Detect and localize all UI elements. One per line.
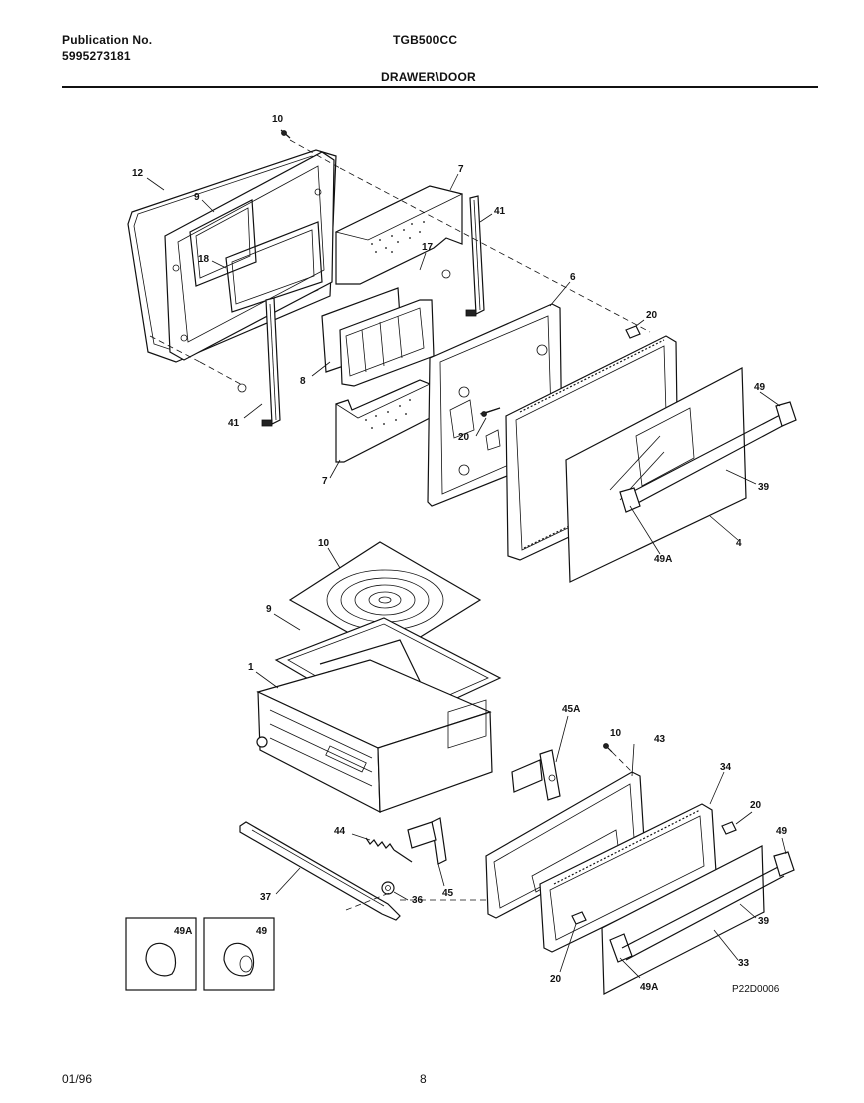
screw-10-lower [603, 743, 613, 753]
leader-lines [146, 173, 787, 979]
pins-20-lower [571, 821, 737, 925]
label-41-right: 41 [494, 206, 506, 217]
label-44: 44 [334, 826, 346, 837]
drawer-handle [621, 851, 795, 961]
drawing-code: P22D0006 [732, 984, 780, 995]
label-39-drawer: 39 [758, 916, 770, 927]
drawer-outer-panel [601, 845, 765, 995]
label-12: 12 [132, 168, 144, 179]
label-20-drawer: 20 [750, 800, 762, 811]
label-7-top: 7 [458, 164, 464, 175]
vent-baffle [321, 287, 435, 387]
label-9-pan: 9 [266, 604, 272, 615]
label-49-drawer: 49 [776, 826, 788, 837]
label-39-door: 39 [758, 482, 770, 493]
header-rule [62, 86, 818, 88]
label-49A-drawer: 49A [640, 982, 658, 993]
alignment-lines-lower [345, 751, 633, 911]
bracket-45A [511, 749, 561, 801]
label-8: 8 [300, 376, 306, 387]
screw-10-top [280, 129, 291, 139]
label-20-liner: 20 [458, 432, 470, 443]
label-9-top: 9 [194, 192, 200, 203]
label-45: 45 [442, 888, 454, 899]
label-43: 43 [654, 734, 666, 745]
label-20-hinge: 20 [646, 310, 658, 321]
label-49-door: 49 [754, 382, 766, 393]
nut [381, 881, 395, 895]
section-title: DRAWER\DOOR [381, 70, 476, 84]
footer-page-number: 8 [420, 1072, 427, 1086]
label-45A: 45A [562, 704, 580, 715]
label-49A-door: 49A [654, 554, 672, 565]
label-1: 1 [248, 662, 254, 673]
drawer-body [256, 659, 493, 814]
drawer-slide [239, 821, 401, 921]
door-inner-panel [164, 151, 335, 361]
label-10-pan: 10 [318, 538, 330, 549]
label-10-top: 10 [272, 114, 284, 125]
hinge-left [237, 297, 281, 427]
label-41-left: 41 [228, 418, 240, 429]
label-37: 37 [260, 892, 272, 903]
insulation-top [334, 185, 464, 285]
label-34: 34 [720, 762, 732, 773]
label-10-drawer: 10 [610, 728, 622, 739]
bracket-45 [407, 817, 447, 865]
label-7-bottom: 7 [322, 476, 328, 487]
label-18: 18 [198, 254, 210, 265]
label-17: 17 [422, 242, 434, 253]
insulation-bottom [335, 379, 432, 463]
label-4: 4 [736, 538, 742, 549]
label-36: 36 [412, 895, 424, 906]
inset-label-49A: 49A [174, 926, 192, 937]
door-handle [619, 401, 797, 513]
label-6: 6 [570, 272, 576, 283]
inset-label-49: 49 [256, 926, 268, 937]
model-number: TGB500CC [393, 33, 458, 47]
footer-date: 01/96 [62, 1072, 93, 1086]
alignment-lines-upper [149, 139, 651, 387]
spring [365, 837, 413, 863]
label-20-front: 20 [550, 974, 562, 985]
inset-box-49 [203, 917, 275, 991]
hinge-right [441, 195, 485, 317]
inset-box-49A [125, 917, 197, 991]
label-33: 33 [738, 958, 750, 969]
publication-number: 5995273181 [62, 49, 131, 63]
pins-20-upper [481, 325, 641, 417]
publication-label: Publication No. [62, 33, 153, 47]
